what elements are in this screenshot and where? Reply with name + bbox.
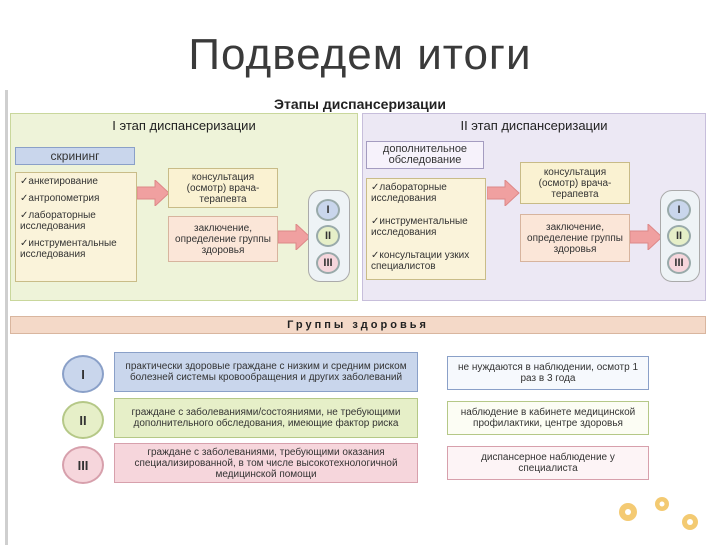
health-group-1-circle: I bbox=[62, 355, 104, 393]
stage2-item: ✓лабораторные исследования bbox=[371, 182, 447, 204]
stage2-item: ✓консультации узких специалистов bbox=[371, 250, 470, 272]
stage2-conclusion: заключение, определение группы здоровья bbox=[520, 214, 630, 262]
health-groups-title: Группы здоровья bbox=[10, 316, 706, 334]
gear-decoration-icon bbox=[619, 497, 698, 530]
stage1-list: ✓анкетирование ✓антропометрия ✓лаборатор… bbox=[15, 172, 137, 282]
stage1-item: ✓антропометрия bbox=[20, 193, 100, 204]
slide-title: Подведем итоги bbox=[188, 30, 532, 79]
stage1-item: ✓инструментальные исследования bbox=[20, 238, 117, 260]
health-group-2-description: граждане с заболеваниями/состояниями, не… bbox=[114, 398, 418, 438]
stage2-list: ✓лабораторные исследования ✓инструментал… bbox=[366, 178, 486, 280]
health-group-1-description: практически здоровые граждане с низким и… bbox=[114, 352, 418, 392]
extra-exam-box: дополнительное обследование bbox=[366, 141, 484, 169]
stage1-consultation: консультация (осмотр) врача-терапевта bbox=[168, 168, 278, 208]
health-group-1-action: не нуждаются в наблюдении, осмотр 1 раз … bbox=[447, 356, 649, 390]
arrow-right-icon bbox=[278, 224, 311, 250]
stage1-item: ✓лабораторные исследования bbox=[20, 210, 96, 232]
group-circle-2: II bbox=[316, 225, 340, 247]
group-circle-1: I bbox=[667, 199, 691, 221]
group-circle-3: III bbox=[667, 252, 691, 274]
health-group-2-action: наблюдение в кабинете медицинской профил… bbox=[447, 401, 649, 435]
diagram-title: Этапы диспансеризации bbox=[274, 96, 446, 112]
arrow-right-icon bbox=[630, 224, 663, 250]
group-circle-3: III bbox=[316, 252, 340, 274]
group-circle-1: I bbox=[316, 199, 340, 221]
stage1-conclusion: заключение, определение группы здоровья bbox=[168, 216, 278, 262]
screening-box: скрининг bbox=[15, 147, 135, 165]
health-group-2-circle: II bbox=[62, 401, 104, 439]
arrow-right-icon bbox=[137, 180, 170, 206]
health-group-3-circle: III bbox=[62, 446, 104, 484]
arrow-right-icon bbox=[487, 180, 520, 206]
stage1-title: I этап диспансеризации bbox=[112, 118, 256, 133]
stage1-item: ✓анкетирование bbox=[20, 176, 98, 187]
health-group-3-description: граждане с заболеваниями, требующими ока… bbox=[114, 443, 418, 483]
stage2-item: ✓инструментальные исследования bbox=[371, 216, 468, 238]
group-circle-2: II bbox=[667, 225, 691, 247]
stage2-title: II этап диспансеризации bbox=[460, 118, 608, 133]
health-group-3-action: диспансерное наблюдение у специалиста bbox=[447, 446, 649, 480]
stage2-consultation: консультация (осмотр) врача-терапевта bbox=[520, 162, 630, 204]
